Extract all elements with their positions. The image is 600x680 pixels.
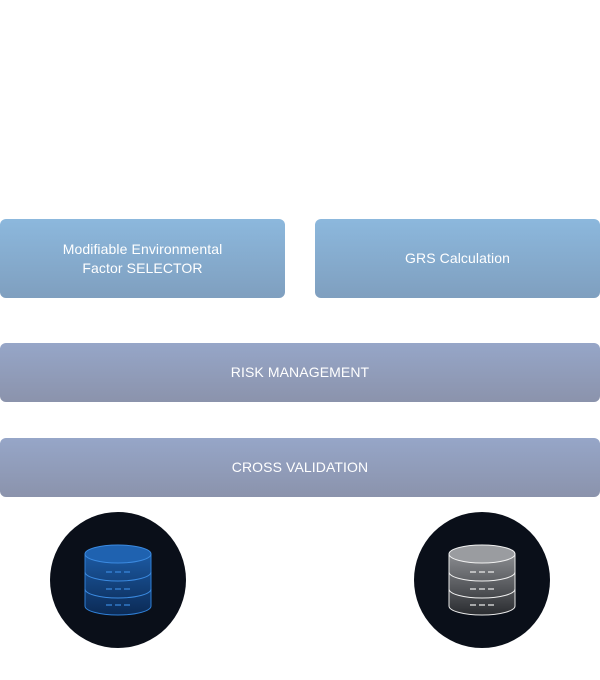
grs-calculation-label: GRS Calculation [405, 250, 510, 266]
cross-validation-label: CROSS VALIDATION [231, 459, 369, 475]
database-icon [448, 544, 516, 616]
risk-management-label: RISK MANAGEMENT [230, 364, 370, 380]
cross-validation-box: CROSS VALIDATION [0, 438, 600, 497]
factor-selector-label: Modifiable Environmental Factor SELECTOR [62, 240, 223, 276]
database-icon [84, 544, 152, 616]
database-node-left [50, 512, 186, 648]
factor-selector-box: Modifiable Environmental Factor SELECTOR [0, 219, 285, 298]
database-node-right [414, 512, 550, 648]
grs-calculation-box: GRS Calculation [315, 219, 600, 298]
risk-management-box: RISK MANAGEMENT [0, 343, 600, 402]
